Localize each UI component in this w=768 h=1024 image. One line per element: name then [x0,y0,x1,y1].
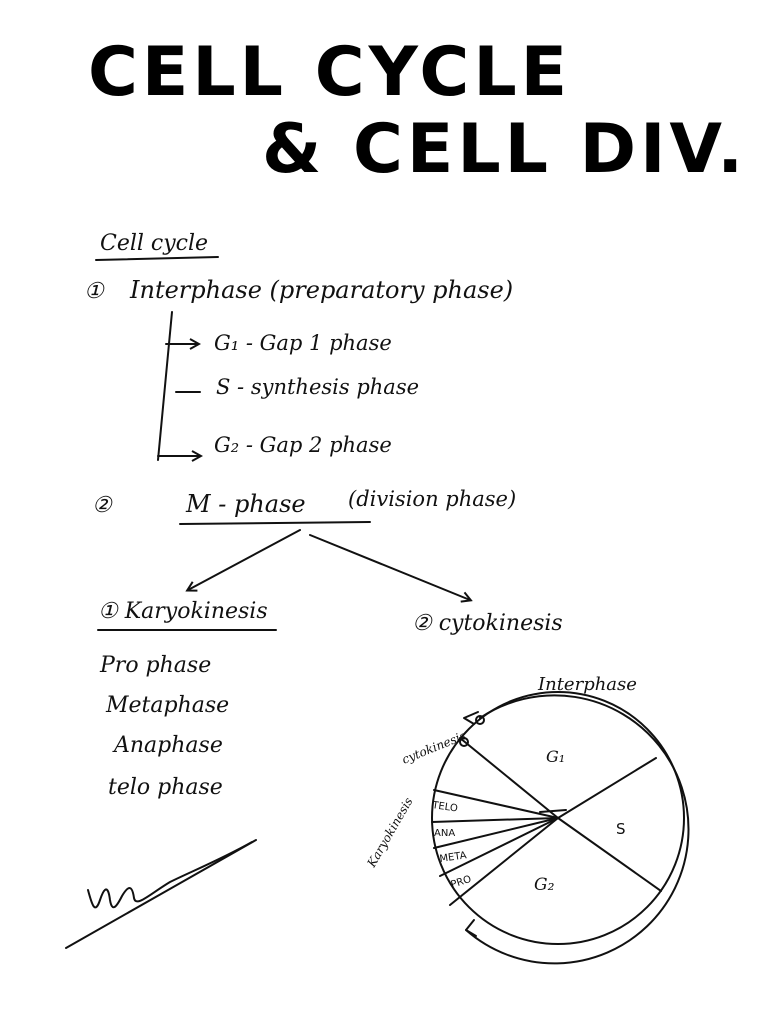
interphase-heading: Interphase (preparatory phase) [129,276,513,304]
divider-meta [433,817,559,849]
divider-telo [433,789,559,819]
interphase-stage-g2: G₂ - Gap 2 phase [214,433,392,457]
marker-dot-1 [475,715,485,725]
signature [65,839,257,949]
karyokinesis-stage-telo: telo phase [108,775,223,800]
segment-telo: TELO [431,800,459,815]
segment-meta: META [439,850,468,865]
divider-g2-pro [449,817,559,906]
center-tick [539,809,567,813]
diagram-karyokinesis-label: Karyokinesis [364,795,416,870]
cytokinesis-arrow [309,534,470,600]
divider-ana [431,817,559,823]
divider-g1-s [557,757,657,819]
signature-stroke [65,839,257,949]
cycle-outer-arrow-head [465,919,477,937]
interphase-stage-g1: G₁ - Gap 1 phase [214,331,392,355]
interphase-tree [157,311,200,461]
interphase-stage-s: S - synthesis phase [216,375,419,399]
divider-pro [439,817,559,877]
segment-g2: G₂ [534,875,555,895]
segment-ana: ANA [434,828,455,839]
tree-trunk-line [157,311,173,461]
cycle-inner-circle [431,691,685,945]
karyokinesis-heading: ① Karyokinesis [98,599,268,624]
cytokinesis-heading: ② cytokinesis [412,611,563,636]
diagram-cytokinesis-label: cytokinesis [400,728,468,766]
cell-cycle-diagram: Interphase G₁ S G₂ TELO ANA META PRO cyt… [364,674,690,965]
segment-g1: G₁ [546,747,565,766]
divider-s-g2 [557,817,662,892]
karyokinesis-stage-pro: Pro phase [99,653,211,678]
section-heading-underline [95,256,219,261]
cycle-top-arrow-head [463,711,479,725]
karyokinesis-stage-meta: Metaphase [105,693,229,718]
divider-g1-start [459,737,559,819]
section-heading: Cell cycle [100,231,208,256]
signature-scribble [87,841,253,909]
mphase-underline [179,521,371,525]
page-title-line2: & CELL DIV. [262,110,747,189]
mphase-number: ② [92,493,113,518]
marker-dot-2 [459,737,469,747]
interphase-number: ① [84,279,105,304]
diagram-interphase-label: Interphase [537,674,637,695]
cycle-outer-arrow-arc [465,694,690,965]
karyokinesis-arrow [188,529,301,590]
segment-s: S [616,820,626,838]
page-title-line1: CELL CYCLE [88,33,571,112]
mphase-heading: M - phase [185,490,306,518]
mphase-subtitle: (division phase) [348,487,516,511]
karyokinesis-stage-ana: Anaphase [112,733,223,758]
